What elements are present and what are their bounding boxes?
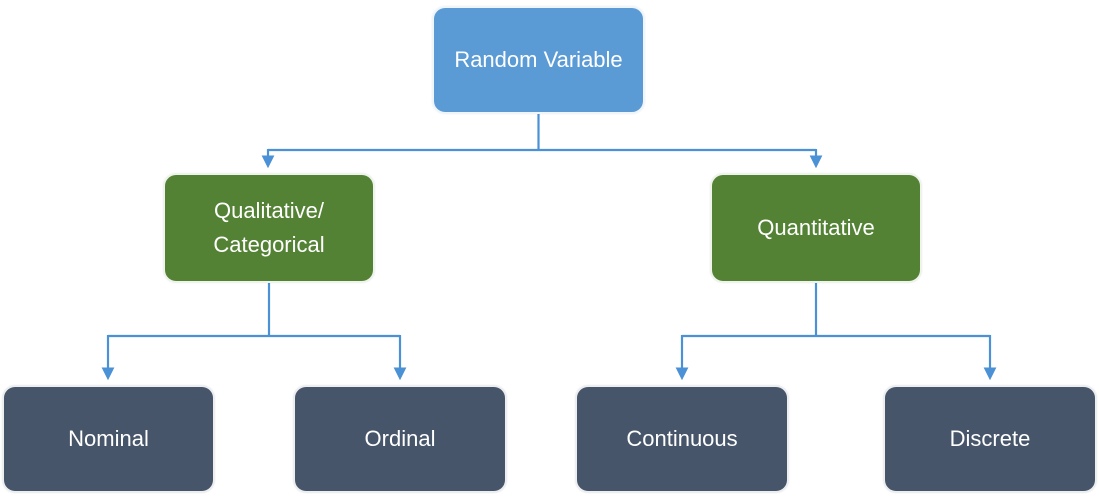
node-random-variable-label: Random Variable: [454, 46, 623, 72]
node-quantitative-label: Quantitative: [757, 214, 875, 240]
node-ordinal-label: Ordinal: [364, 425, 436, 451]
node-discrete-label: Discrete: [949, 425, 1031, 451]
node-quantitative: Quantitative: [710, 173, 922, 283]
node-qualitative-categorical-label: Qualitative/ Categorical: [213, 197, 325, 257]
node-continuous-label: Continuous: [626, 425, 738, 451]
node-ordinal: Ordinal: [293, 385, 507, 493]
node-nominal: Nominal: [2, 385, 215, 493]
node-qualitative-categorical: Qualitative/ Categorical: [163, 173, 375, 283]
node-continuous: Continuous: [575, 385, 789, 493]
node-discrete: Discrete: [883, 385, 1097, 493]
node-random-variable: Random Variable: [432, 6, 645, 114]
node-nominal-label: Nominal: [68, 425, 149, 451]
